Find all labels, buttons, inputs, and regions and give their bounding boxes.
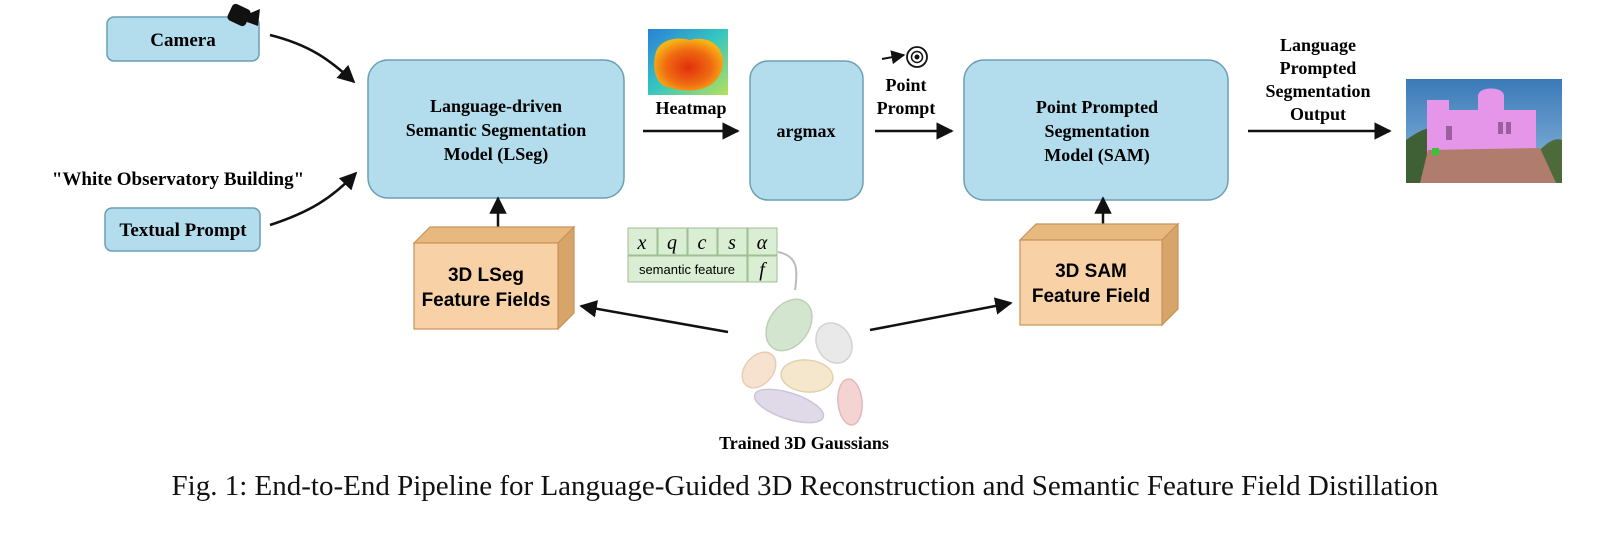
output-line1: Language xyxy=(1280,35,1356,55)
output-line2: Prompted xyxy=(1280,58,1357,78)
param-s-symbol: s xyxy=(728,232,736,254)
sam-field-line2: Feature Field xyxy=(1032,286,1150,307)
gaussians-to-lseg-field-arrow xyxy=(579,300,729,334)
camera-box: Camera xyxy=(106,16,260,62)
param-q-symbol: q xyxy=(667,232,677,254)
lseg-feature-field-cube: 3D LSeg Feature Fields xyxy=(412,225,576,331)
lseg-line3: Model (LSeg) xyxy=(444,144,548,165)
argmax-label: argmax xyxy=(777,121,836,141)
point-prompt-line1: Point xyxy=(885,75,926,95)
textual-prompt-label: Textual Prompt xyxy=(119,220,247,241)
lseg-model-box: Language-driven Semantic Segmentation Mo… xyxy=(367,59,625,199)
trained-gaussians-cluster xyxy=(741,298,863,426)
argmax-box: argmax xyxy=(749,60,864,201)
lseg-line2: Semantic Segmentation xyxy=(406,120,586,140)
output-label: Language Prompted Segmentation Output xyxy=(1266,35,1371,124)
camera-label: Camera xyxy=(150,30,216,51)
prompt-to-lseg-arrow xyxy=(269,171,358,227)
sam-feature-field-cube: 3D SAM Feature Field xyxy=(1018,222,1180,327)
param-alpha-symbol: α xyxy=(757,232,768,254)
sam-field-line1: 3D SAM xyxy=(1055,261,1127,282)
camera-to-lseg-arrow xyxy=(269,33,356,84)
lseg-field-line2: Feature Fields xyxy=(422,290,551,311)
output-line4: Output xyxy=(1290,104,1346,124)
gaussian-param-table: x q c s α semantic feature f xyxy=(627,227,798,291)
heatmap-label: Heatmap xyxy=(656,98,727,118)
output-line3: Segmentation xyxy=(1266,81,1371,101)
heatmap-image xyxy=(648,29,728,95)
param-f-symbol: f xyxy=(759,259,767,281)
sam-line1: Point Prompted xyxy=(1036,97,1158,117)
camera-icon xyxy=(227,3,260,27)
gaussians-to-sam-field-arrow xyxy=(869,297,1013,332)
param-x-symbol: x xyxy=(637,232,647,254)
param-connector xyxy=(777,251,798,291)
point-prompt-line2: Prompt xyxy=(877,98,936,118)
param-c-symbol: c xyxy=(698,232,707,254)
trained-gaussians-label: Trained 3D Gaussians xyxy=(719,433,889,453)
prompt-quote-text: "White Observatory Building" xyxy=(52,169,304,190)
sam-line3: Model (SAM) xyxy=(1044,145,1149,166)
textual-prompt-box: Textual Prompt xyxy=(104,207,261,252)
lseg-field-line1: 3D LSeg xyxy=(448,265,524,286)
semantic-feature-label: semantic feature xyxy=(639,262,735,277)
sam-line2: Segmentation xyxy=(1045,121,1150,141)
sam-model-box: Point Prompted Segmentation Model (SAM) xyxy=(963,59,1229,201)
lseg-line1: Language-driven xyxy=(430,96,562,116)
point-prompt-icon xyxy=(881,46,928,68)
segmentation-output-image xyxy=(1406,79,1562,183)
figure-caption: Fig. 1: End-to-End Pipeline for Language… xyxy=(171,470,1439,502)
